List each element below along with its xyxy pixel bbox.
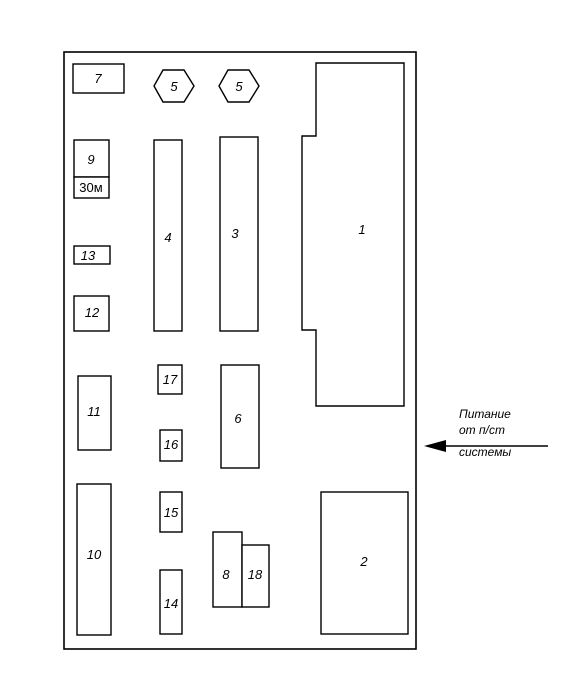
component-5-right: 5 — [218, 69, 260, 103]
component-5-left-label: 5 — [170, 79, 178, 94]
component-1-box — [301, 62, 405, 407]
component-1-label: 1 — [358, 222, 365, 237]
component-1: 1 — [301, 62, 405, 407]
component-16-label: 16 — [164, 437, 179, 452]
component-18-box — [241, 544, 270, 608]
component-14-box — [159, 569, 183, 635]
component-16-box — [159, 429, 183, 462]
component-18: 18 — [241, 544, 270, 608]
component-16: 16 — [159, 429, 183, 462]
component-5-left: 5 — [153, 69, 195, 103]
component-10-label: 10 — [87, 547, 102, 562]
component-8: 8 — [212, 531, 243, 608]
component-4: 4 — [153, 139, 183, 332]
component-13-box — [73, 245, 111, 265]
component-17-label: 17 — [163, 372, 178, 387]
component-12-label: 12 — [85, 305, 100, 320]
component-11-label: 11 — [87, 404, 101, 419]
enclosure-frame — [63, 51, 417, 650]
component-13: 13 — [73, 245, 111, 265]
component-9-sub-box — [73, 176, 110, 199]
component-14: 14 — [159, 569, 183, 635]
component-18-label: 18 — [248, 567, 263, 582]
component-6-label: 6 — [234, 411, 242, 426]
component-6: 6 — [220, 364, 260, 469]
component-7: 7 — [72, 63, 125, 94]
component-9-sub-label: 30м — [79, 180, 102, 195]
component-2: 2 — [320, 491, 409, 635]
component-11-box — [77, 375, 112, 451]
component-8-label: 8 — [222, 567, 230, 582]
component-9-label: 9 — [87, 152, 94, 167]
power-input: Питание от п/ст системы — [424, 407, 548, 459]
component-5-right-label: 5 — [235, 79, 243, 94]
power-caption-line2: от п/ст — [459, 423, 505, 437]
hexagon-shape — [153, 69, 195, 103]
component-14-label: 14 — [164, 596, 178, 611]
component-4-box — [153, 139, 183, 332]
component-2-box — [320, 491, 409, 635]
component-17-box — [157, 364, 183, 395]
component-15: 15 — [159, 491, 183, 533]
component-3-box — [219, 136, 259, 332]
component-7-box — [72, 63, 125, 94]
arrow-head-icon — [424, 440, 446, 452]
component-7-label: 7 — [94, 71, 102, 86]
component-11: 11 — [77, 375, 112, 451]
component-9-box — [73, 139, 110, 178]
component-9: 9 30м — [73, 139, 110, 199]
component-2-label: 2 — [359, 554, 368, 569]
component-10: 10 — [76, 483, 112, 636]
hexagon-shape — [218, 69, 260, 103]
component-12-box — [73, 295, 110, 332]
component-6-box — [220, 364, 260, 469]
component-17: 17 — [157, 364, 183, 395]
power-caption-line1: Питание — [459, 407, 511, 421]
power-caption-line3: системы — [459, 445, 511, 459]
component-15-box — [159, 491, 183, 533]
component-12: 12 — [73, 295, 110, 332]
component-13-label: 13 — [81, 248, 96, 263]
component-3-label: 3 — [231, 226, 239, 241]
component-10-box — [76, 483, 112, 636]
component-15-label: 15 — [164, 505, 179, 520]
component-4-label: 4 — [164, 230, 171, 245]
component-3: 3 — [219, 136, 259, 332]
